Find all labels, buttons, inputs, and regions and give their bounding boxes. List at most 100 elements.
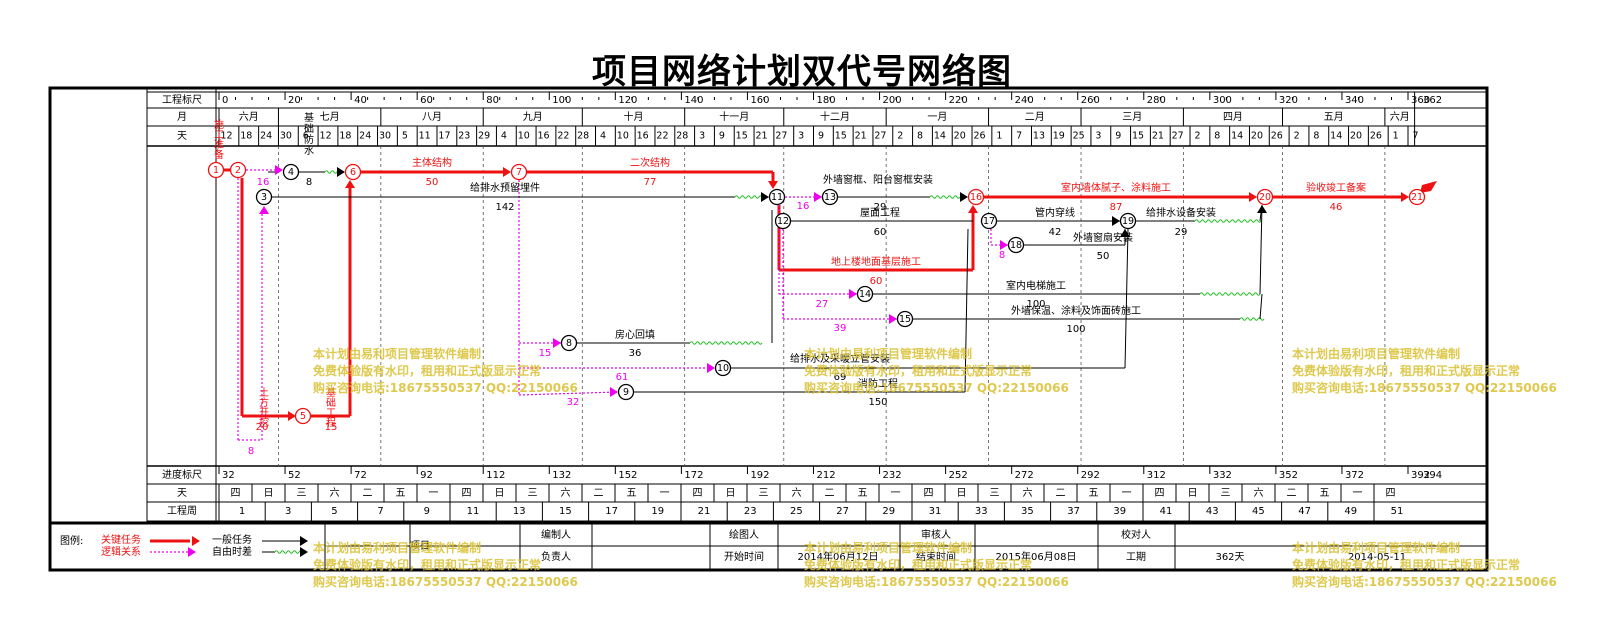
node-16	[967, 188, 985, 206]
task-main-structure-name: 主体结构	[412, 156, 452, 169]
day-label: 16	[637, 131, 649, 142]
arrowhead	[1000, 240, 1008, 250]
free-float-label: 15	[539, 348, 552, 359]
arrowhead	[1401, 192, 1409, 202]
task-window-sash-duration: 50	[1097, 251, 1110, 262]
week-label: 3	[285, 506, 291, 517]
legend-float-label: 自由时差	[212, 545, 252, 558]
legend-critical-arrow	[192, 536, 200, 546]
day-label: 30	[379, 131, 391, 142]
end-label: 结束时间	[916, 550, 956, 563]
node-4	[282, 163, 300, 181]
arrowhead	[553, 338, 561, 348]
day-label: 8	[917, 131, 923, 142]
day-label: 5	[402, 131, 408, 142]
weekday-label: 五	[858, 488, 868, 499]
ruler-tick-label: 80	[486, 95, 499, 106]
day-label: 26	[973, 131, 985, 142]
node-label: 10	[717, 363, 729, 374]
free-float-label: 27	[816, 299, 829, 310]
day-label: 3	[1095, 131, 1101, 142]
weekday-label: 二	[594, 488, 604, 499]
month-label: 八月	[422, 111, 442, 123]
free-float-label: 16	[257, 177, 270, 188]
checker-label: 校对人	[1121, 528, 1151, 541]
task-acceptance-duration: 46	[1330, 202, 1343, 213]
drawer-label: 绘图人	[729, 528, 759, 541]
week-label: 31	[929, 506, 942, 517]
day-label: 15	[736, 131, 748, 142]
node-label: 16	[970, 192, 982, 203]
logic-edge	[1259, 293, 1263, 320]
duration-value: 362天	[1215, 552, 1244, 563]
task-roofing-name: 屋面工程	[860, 207, 900, 219]
weekday-label: 一	[660, 488, 670, 499]
node-label: 15	[899, 314, 911, 325]
task-floor-base-name: 地上楼地面基层施工	[831, 255, 921, 268]
node-19	[1119, 212, 1137, 230]
weekday-label: 六	[1023, 487, 1033, 499]
task-elevator-duration: 100	[1026, 299, 1045, 310]
day-label: 26	[1370, 131, 1382, 142]
progress-tick-label: 332	[1213, 470, 1232, 481]
node-label: 7	[516, 167, 522, 178]
node-2	[229, 161, 247, 179]
day-label: 15	[1132, 131, 1144, 142]
weekday-label: 五	[1089, 488, 1099, 499]
ruler-tick-label: 220	[949, 95, 968, 106]
weekday-label: 六	[330, 487, 340, 499]
week-label: 13	[513, 506, 526, 517]
task-wiring-duration: 42	[1049, 227, 1062, 238]
day-label: 26	[1271, 131, 1283, 142]
week-label: 41	[1160, 506, 1173, 517]
node-13	[821, 188, 839, 206]
node-label: 12	[777, 216, 789, 227]
free-float-wave	[689, 341, 763, 345]
week-label: 21	[698, 506, 711, 517]
task-plumbing-embed-name: 给排水预留埋件	[470, 181, 540, 194]
ruler-tick-label: 60	[420, 95, 433, 106]
day-label: 6	[303, 131, 309, 142]
week-label: 17	[605, 506, 618, 517]
day-label: 14	[934, 131, 946, 142]
progress-tick-label: 252	[949, 470, 968, 481]
progress-tick-label: 32	[222, 470, 235, 481]
end-flag	[1420, 181, 1437, 193]
node-label: 3	[261, 192, 267, 203]
month-label: 九月	[523, 111, 543, 123]
day-label: 15	[835, 131, 847, 142]
task-foundation-name: 基础工程	[326, 386, 336, 429]
arrowhead	[768, 181, 778, 189]
reviewer-label: 审核人	[921, 528, 951, 541]
node-21	[1408, 188, 1426, 206]
task-backfill-name: 房心回填	[615, 328, 655, 341]
task-plumbing-riser-duration: 69	[834, 372, 847, 383]
watermark-line: 本计划由易利项目管理软件编制	[804, 541, 973, 555]
progress-tick-label: 72	[354, 470, 367, 481]
task-excavation-name: 土方开挖	[259, 386, 269, 429]
task-facade-name: 外墙保温、涂料及饰面砖施工	[1011, 304, 1141, 317]
task-floor-base-duration: 60	[870, 276, 883, 287]
day-label: 1	[996, 131, 1002, 142]
scale-label-ruler: 工程标尺	[162, 94, 202, 106]
day-label: 24	[260, 131, 272, 142]
day-label: 3	[798, 131, 804, 142]
day-label: 19	[1053, 131, 1065, 142]
weekday-label: 六	[1254, 487, 1264, 499]
week-label: 33	[975, 506, 988, 517]
week-label: 15	[559, 506, 572, 517]
node-label: 11	[771, 192, 783, 203]
day-label: 22	[656, 131, 668, 142]
ruler-tick-label: 160	[750, 95, 769, 106]
progress-tick-label: 312	[1147, 470, 1166, 481]
weekday-label: 日	[495, 488, 505, 499]
weekday-label: 六	[792, 487, 802, 499]
weekday-label: 三	[759, 488, 769, 499]
day-label: 1	[1393, 131, 1399, 142]
task-roofing-duration: 60	[874, 227, 887, 238]
node-label: 19	[1122, 216, 1134, 227]
week-label: 19	[651, 506, 664, 517]
node-20	[1256, 188, 1274, 206]
